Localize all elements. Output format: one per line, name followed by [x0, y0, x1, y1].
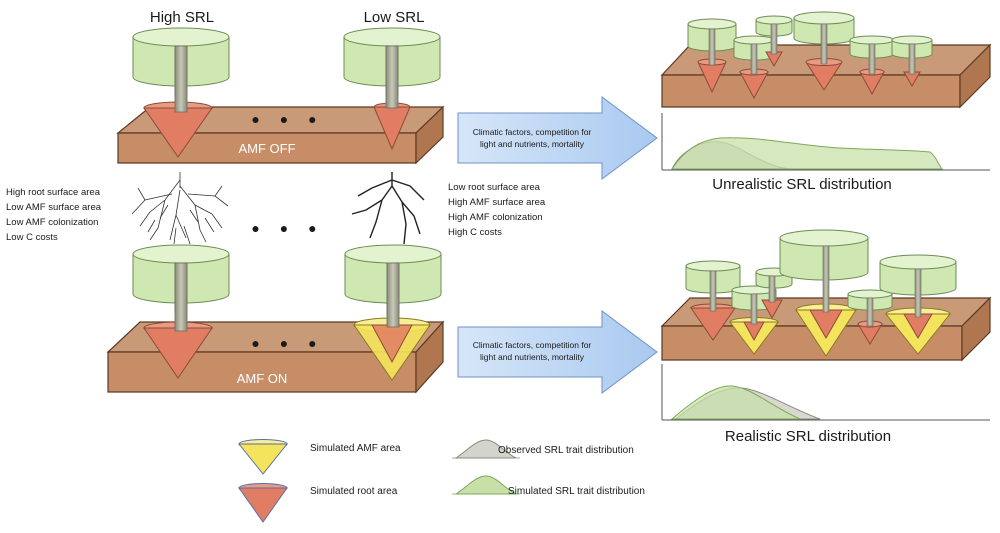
ellipsis-top: ● ● ● [251, 111, 324, 127]
amf-on-label: AMF ON [237, 371, 288, 386]
arrow-top-line-1: Climatic factors, competition for [473, 127, 592, 137]
left-trait-list: High root surface area Low AMF surface a… [6, 187, 102, 243]
arrow-top: Climatic factors, competition for light … [457, 96, 658, 180]
low-srl-label: Low SRL [364, 9, 425, 26]
left-trait-4: Low C costs [6, 232, 58, 243]
legend-root-swatch [238, 483, 288, 523]
arrow-bottom: Climatic factors, competition for light … [457, 310, 658, 394]
arrow-bottom-line-1: Climatic factors, competition for [473, 340, 592, 350]
legend-observed-swatch [454, 439, 517, 459]
amf-cone-low-srl-on [353, 317, 431, 381]
right-trait-4: High C costs [448, 227, 502, 238]
root-drawing-high-srl [131, 172, 229, 245]
right-trait-3: High AMF colonization [448, 212, 543, 223]
legend-simulated-swatch [454, 475, 517, 495]
right-trait-1: Low root surface area [448, 182, 541, 193]
legend-amf-swatch [237, 439, 289, 475]
distribution-unrealistic [661, 113, 990, 171]
arrow-top-line-2: light and nutrients, mortality [480, 139, 585, 149]
high-srl-label: High SRL [150, 9, 214, 26]
legend-observed-label: Observed SRL trait distribution [498, 445, 634, 456]
ellipsis-middle: ● ● ● [251, 220, 324, 236]
left-trait-3: Low AMF colonization [6, 217, 98, 228]
simulated-curve-bottom [670, 385, 801, 420]
legend: Simulated AMF area Simulated root area O… [237, 439, 645, 523]
ellipsis-bottom: ● ● ● [251, 335, 324, 351]
right-trait-list: Low root surface area High AMF surface a… [448, 182, 546, 238]
legend-simulated-label: Simulated SRL trait distribution [508, 486, 645, 497]
realistic-title: Realistic SRL distribution [725, 428, 891, 445]
distribution-realistic [661, 364, 990, 421]
arrow-bottom-line-2: light and nutrients, mortality [480, 352, 585, 362]
left-trait-2: Low AMF surface area [6, 202, 102, 213]
community-realistic [685, 229, 957, 357]
amf-off-label: AMF OFF [238, 141, 295, 156]
community-unrealistic [687, 11, 933, 100]
unrealistic-title: Unrealistic SRL distribution [712, 176, 892, 193]
root-drawing-low-srl [351, 172, 425, 245]
legend-amf-label: Simulated AMF area [310, 443, 401, 454]
left-trait-1: High root surface area [6, 187, 101, 198]
legend-root-label: Simulated root area [310, 486, 398, 497]
right-trait-2: High AMF surface area [448, 197, 546, 208]
simulated-curve-top [671, 137, 944, 170]
